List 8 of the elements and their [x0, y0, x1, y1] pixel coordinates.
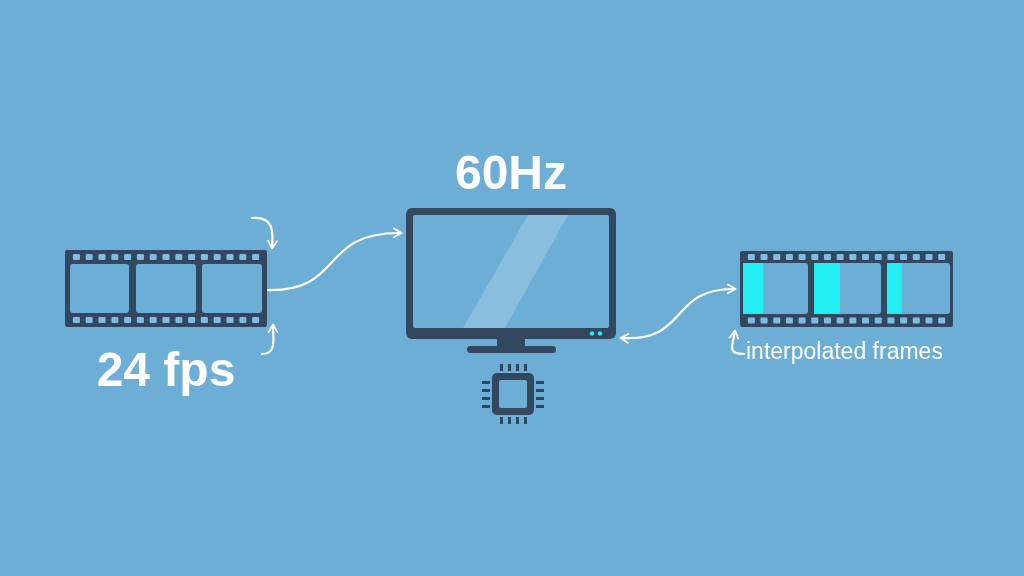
refresh-rate-label: 60Hz: [453, 145, 569, 201]
curved-arrow: [728, 329, 746, 356]
callout-label: interpolated frames: [746, 337, 943, 365]
frame-rate-label: 24 fps: [95, 342, 237, 398]
chip-icon: [482, 364, 544, 424]
curved-arrow: [260, 323, 279, 356]
curved-arrow: [250, 216, 278, 250]
curved-arrow: [619, 284, 737, 344]
